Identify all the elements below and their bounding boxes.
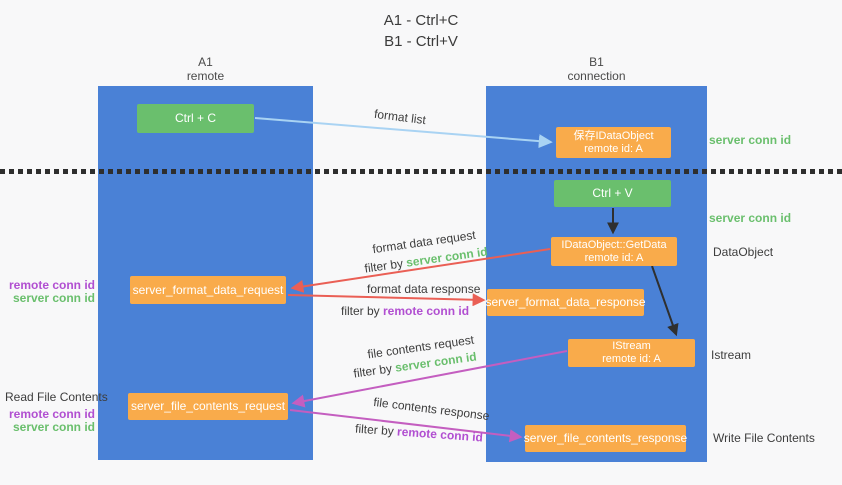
dashed-divider — [0, 169, 842, 174]
node-server-file-contents-request: server_file_contents_request — [128, 393, 288, 420]
node-save-line1: 保存IDataObject — [573, 129, 654, 142]
lane-a1-role: remote — [186, 69, 225, 83]
node-ctrl-v-label: Ctrl + V — [592, 186, 633, 200]
label-format-list: format list — [373, 106, 427, 128]
filter-by-prefix: filter by — [363, 255, 408, 276]
label-read-file-contents: Read File Contents — [5, 390, 108, 404]
title-line-2: B1 - Ctrl+V — [384, 33, 458, 50]
node-istream-line2: remote id: A — [602, 353, 661, 365]
node-server-format-data-request: server_format_data_request — [130, 276, 286, 304]
node-format-response-label: server_format_data_response — [485, 295, 646, 309]
node-save-idataobject: 保存IDataObject remote id: A — [556, 127, 671, 158]
label-file-contents-response: file contents response — [372, 394, 491, 424]
filter-by-prefix: filter by — [341, 304, 384, 318]
node-ctrl-v: Ctrl + V — [554, 180, 671, 207]
label-left-remote-conn-id-top: remote conn id — [8, 278, 95, 292]
lane-b1-role: connection — [567, 69, 626, 83]
lane-header-b1: B1 connection — [486, 55, 707, 83]
node-istream: IStream remote id: A — [568, 339, 695, 367]
label-format-data-response: format data response — [367, 282, 481, 296]
filter-by-prefix: filter by — [352, 360, 397, 381]
label-istream: Istream — [711, 348, 752, 362]
node-istream-line1: IStream — [612, 340, 651, 352]
node-ctrl-c-label: Ctrl + C — [174, 111, 216, 125]
label-file-response-filter: filter by remote conn id — [355, 422, 484, 445]
node-server-format-data-response: server_format_data_response — [485, 289, 646, 316]
filter-by-prefix: filter by — [354, 421, 398, 439]
label-left-server-conn-id-bottom: server conn id — [12, 420, 95, 434]
remote-conn-id-value: remote conn id — [383, 304, 470, 318]
node-getdata-line2: remote id: A — [584, 251, 644, 264]
node-save-line2: remote id: A — [584, 142, 643, 155]
label-left-server-conn-id-top: server conn id — [12, 291, 95, 305]
label-right-server-conn-id-top: server conn id — [709, 133, 792, 147]
node-ctrl-c: Ctrl + C — [137, 104, 254, 133]
node-server-file-contents-response: server_file_contents_response — [523, 425, 688, 452]
label-format-response-filter: filter by remote conn id — [341, 304, 469, 318]
lane-b1-name: B1 — [589, 55, 604, 69]
node-format-request-label: server_format_data_request — [132, 282, 284, 297]
label-right-server-conn-id-mid: server conn id — [709, 211, 792, 225]
node-file-response-label: server_file_contents_response — [523, 431, 688, 445]
lane-a1-name: A1 — [198, 55, 213, 69]
node-getdata-line1: IDataObject::GetData — [561, 238, 667, 251]
lane-header-a1: A1 remote — [98, 55, 313, 83]
remote-conn-id-value: remote conn id — [396, 424, 484, 445]
node-idataobject-getdata: IDataObject::GetData remote id: A — [551, 237, 677, 266]
diagram-title: A1 - Ctrl+C B1 - Ctrl+V — [0, 10, 842, 52]
node-file-request-label: server_file_contents_request — [130, 399, 286, 413]
title-line-1: A1 - Ctrl+C — [383, 12, 459, 29]
label-left-remote-conn-id-bottom: remote conn id — [8, 407, 95, 421]
label-write-file-contents: Write File Contents — [713, 431, 815, 445]
label-dataobject: DataObject — [713, 245, 774, 259]
